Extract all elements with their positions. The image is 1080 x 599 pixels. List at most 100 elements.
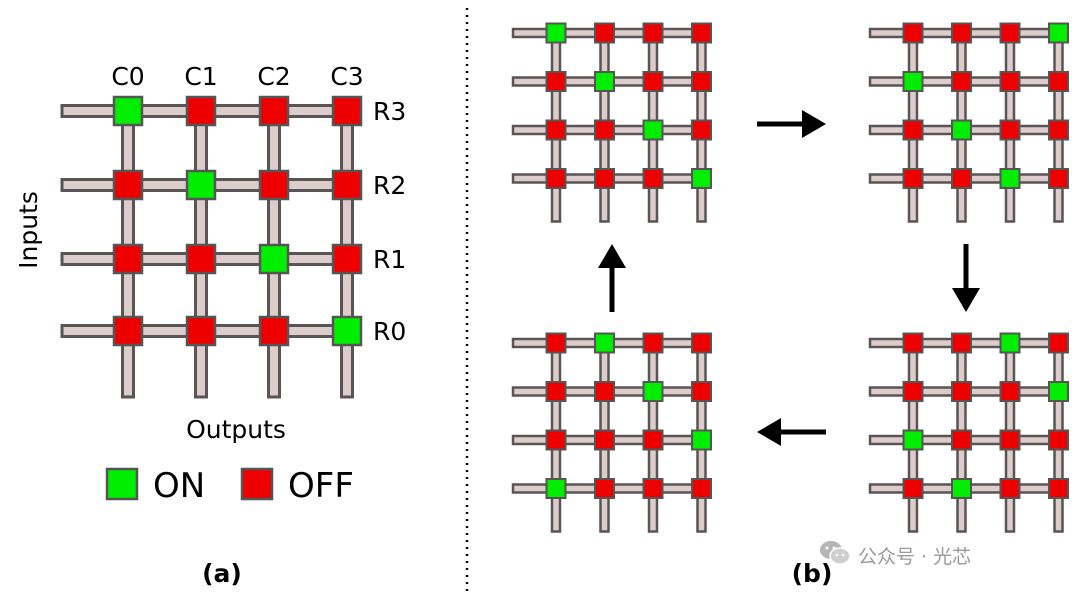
switch-cell-off xyxy=(594,429,615,451)
legend-off-label: OFF xyxy=(288,466,354,506)
switch-cell-off xyxy=(951,168,972,189)
legend-on-swatch xyxy=(105,467,139,501)
switch-cell-off xyxy=(594,478,615,499)
switch-cell-on xyxy=(902,71,924,92)
switch-cell-off xyxy=(902,119,924,141)
switch-cell-on xyxy=(545,478,567,499)
switch-cell-on xyxy=(999,168,1021,189)
switch-cell-on xyxy=(951,119,972,141)
switch-cell-on xyxy=(545,22,567,44)
switch-cell-off xyxy=(1048,332,1069,354)
switch-cell-off xyxy=(902,332,924,354)
switch-cell-off xyxy=(594,119,615,141)
panel-b-caption: (b) xyxy=(792,559,833,588)
switch-cell-off xyxy=(1048,71,1069,92)
panel-b: (b) xyxy=(511,22,1069,588)
watermark: 公众号 · 光芯 xyxy=(818,540,971,570)
switch-cell-off xyxy=(951,429,972,451)
switch-cell-on xyxy=(1048,381,1069,402)
outputs-axis-label: Outputs xyxy=(186,415,286,444)
switch-cell-off xyxy=(642,168,664,189)
switch-cell-off xyxy=(951,381,972,402)
crossbar-grid-bottom-right xyxy=(868,332,1069,533)
switch-cell-off xyxy=(691,119,712,141)
row-label: R2 xyxy=(373,171,406,200)
switch-cell-off xyxy=(1048,478,1069,499)
switch-cell-on xyxy=(258,243,290,275)
arrow-down xyxy=(952,244,980,312)
switch-cell-off xyxy=(112,243,144,275)
arrow-up xyxy=(598,244,626,312)
switch-cell-off xyxy=(902,381,924,402)
switch-cell-off xyxy=(642,478,664,499)
switch-cell-off xyxy=(258,169,290,201)
switch-cell-on xyxy=(691,429,712,451)
switch-cell-off xyxy=(1048,429,1069,451)
switch-cell-off xyxy=(951,332,972,354)
switch-cell-off xyxy=(545,71,567,92)
column-label: C2 xyxy=(257,62,290,91)
wechat-icon xyxy=(818,538,852,573)
panel-a-caption: (a) xyxy=(202,559,242,588)
switch-cell-off xyxy=(185,315,217,347)
crossbar-grid-top-right xyxy=(868,22,1069,223)
switch-cell-off xyxy=(691,71,712,92)
switch-cell-on xyxy=(1048,22,1069,44)
switch-cell-off xyxy=(1048,119,1069,141)
switch-cell-off xyxy=(642,71,664,92)
switch-cell-on xyxy=(112,95,144,127)
column-label: C0 xyxy=(111,62,144,91)
row-label: R0 xyxy=(373,317,406,346)
switch-cell-off xyxy=(1048,168,1069,189)
switch-cell-off xyxy=(902,168,924,189)
switch-cell-on xyxy=(594,71,615,92)
switch-cell-off xyxy=(331,243,363,275)
switch-cell-off xyxy=(691,381,712,402)
switch-cell-off xyxy=(185,243,217,275)
switch-cell-off xyxy=(545,168,567,189)
switch-cell-on xyxy=(331,315,363,347)
switch-cell-on xyxy=(691,168,712,189)
crossbar-grid-bottom-left xyxy=(511,332,712,533)
arrow-right xyxy=(757,110,826,138)
switch-cell-off xyxy=(999,119,1021,141)
switch-cell-off xyxy=(902,478,924,499)
legend-on-label: ON xyxy=(153,466,205,506)
switch-cell-on xyxy=(902,429,924,451)
watermark-text: 公众号 · 光芯 xyxy=(858,545,972,568)
inputs-axis-label: Inputs xyxy=(14,191,43,269)
switch-cell-off xyxy=(331,169,363,201)
switch-cell-off xyxy=(545,119,567,141)
switch-cell-off xyxy=(545,332,567,354)
switch-cell-off xyxy=(642,22,664,44)
switch-cell-off xyxy=(642,429,664,451)
switch-cell-off xyxy=(999,478,1021,499)
switch-cell-off xyxy=(258,315,290,347)
legend-off-swatch xyxy=(240,467,274,501)
switch-cell-off xyxy=(951,22,972,44)
switch-cell-off xyxy=(545,381,567,402)
switch-cell-on xyxy=(642,381,664,402)
switch-cell-off xyxy=(999,381,1021,402)
switch-cell-off xyxy=(902,22,924,44)
switch-cell-off xyxy=(642,332,664,354)
switch-cell-off xyxy=(999,71,1021,92)
switch-cell-off xyxy=(331,95,363,127)
switch-cell-on xyxy=(642,119,664,141)
switch-cell-off xyxy=(691,478,712,499)
switch-cell-off xyxy=(999,429,1021,451)
switch-cell-on xyxy=(999,332,1021,354)
switch-cell-off xyxy=(999,22,1021,44)
switch-cell-off xyxy=(951,71,972,92)
crossbar-grid-a xyxy=(60,95,363,399)
switch-cell-off xyxy=(691,332,712,354)
row-label: R1 xyxy=(373,245,406,274)
switch-cell-off xyxy=(594,168,615,189)
switch-cell-off xyxy=(545,429,567,451)
switch-cell-off xyxy=(112,169,144,201)
switch-cell-on xyxy=(185,169,217,201)
row-label: R3 xyxy=(373,97,406,126)
column-label: C1 xyxy=(184,62,217,91)
switch-cell-on xyxy=(951,478,972,499)
